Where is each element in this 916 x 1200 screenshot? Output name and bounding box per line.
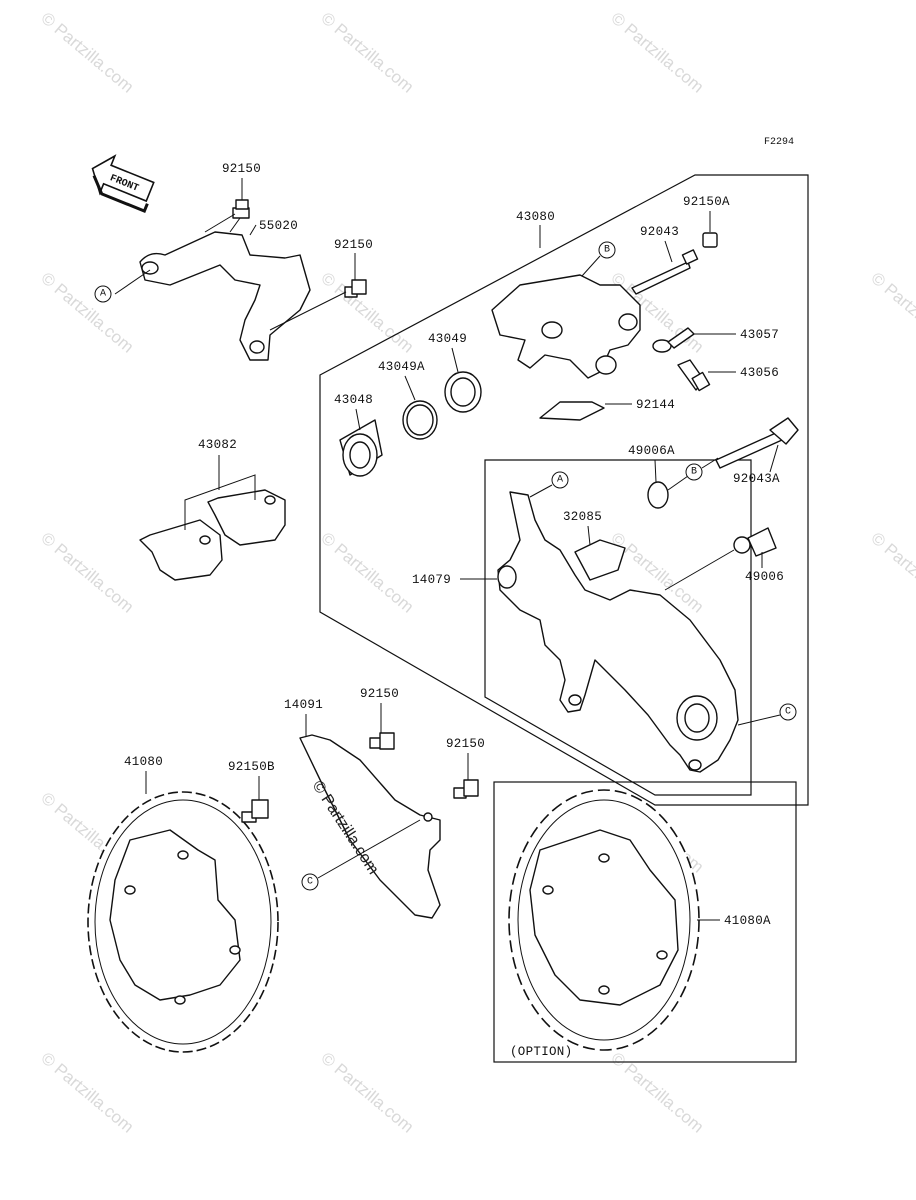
callout-a: A bbox=[94, 285, 112, 303]
bolt-92150B bbox=[241, 799, 269, 823]
label-14079: 14079 bbox=[412, 573, 451, 587]
label-41080A: 41080A bbox=[724, 914, 771, 928]
watermark: © Partzilla.com bbox=[317, 9, 417, 97]
bolt-92150-top bbox=[232, 199, 250, 219]
brake-disc-41080A bbox=[508, 789, 700, 1051]
label-92150: 92150 bbox=[360, 687, 399, 701]
piston-43048 bbox=[339, 419, 383, 477]
front-arrow-icon: FRONT bbox=[91, 154, 155, 214]
seal-43049A bbox=[402, 400, 438, 440]
seal-43049 bbox=[444, 371, 482, 413]
label-43049: 43049 bbox=[428, 332, 467, 346]
watermark: © Partzilla.com bbox=[317, 529, 417, 617]
svg-text:B: B bbox=[691, 467, 697, 478]
label-92150: 92150 bbox=[222, 162, 261, 176]
watermark: © Partzilla.com bbox=[607, 9, 707, 97]
label-55020: 55020 bbox=[259, 219, 298, 233]
svg-text:B: B bbox=[604, 245, 610, 256]
label-92150B: 92150B bbox=[228, 760, 275, 774]
pad-spring-92144 bbox=[539, 401, 605, 421]
disc-guard-14091 bbox=[299, 734, 441, 919]
callout-c: C bbox=[779, 703, 797, 721]
label-14091: 14091 bbox=[284, 698, 323, 712]
boot-49006 bbox=[733, 527, 777, 557]
label-43082: 43082 bbox=[198, 438, 237, 452]
boot-49006A bbox=[647, 481, 669, 509]
callout-a: A bbox=[551, 471, 569, 489]
bracket-55020 bbox=[139, 217, 311, 361]
label-41080: 41080 bbox=[124, 755, 163, 769]
bolt-92150-mid bbox=[344, 279, 367, 298]
label-92144: 92144 bbox=[636, 398, 675, 412]
brake-disc-41080 bbox=[87, 791, 279, 1053]
callout-b: B bbox=[598, 241, 616, 259]
caliper-assembly-frame bbox=[319, 174, 809, 806]
watermark: © Partzilla.com bbox=[37, 269, 137, 357]
bleeder-valve-43056 bbox=[677, 359, 711, 392]
label-43048: 43048 bbox=[334, 393, 373, 407]
figure-code: F2294 bbox=[764, 137, 794, 148]
watermark: © Partzilla.com bbox=[867, 529, 916, 617]
watermark: © Partzilla.com bbox=[37, 1049, 137, 1137]
option-frame bbox=[493, 781, 797, 1063]
pin-92043 bbox=[631, 249, 699, 295]
label-43080: 43080 bbox=[516, 210, 555, 224]
watermark: © Partzilla.com bbox=[317, 269, 417, 357]
cap-92150A bbox=[702, 232, 718, 248]
watermark: © Partzilla.com bbox=[867, 269, 916, 357]
caliper-bracket-14079 bbox=[497, 491, 739, 773]
label-92150A: 92150A bbox=[683, 195, 730, 209]
label-92150: 92150 bbox=[446, 737, 485, 751]
brake-pads-43082 bbox=[139, 489, 286, 581]
watermark: © Partzilla.com bbox=[37, 529, 137, 617]
svg-text:C: C bbox=[785, 707, 791, 718]
watermark: © Partzilla.com bbox=[37, 9, 137, 97]
label-92150: 92150 bbox=[334, 238, 373, 252]
svg-text:A: A bbox=[100, 289, 106, 300]
callout-c: C bbox=[301, 873, 319, 891]
pad-retainer-32085 bbox=[574, 539, 626, 581]
label-92043A: 92043A bbox=[733, 472, 780, 486]
label-49006: 49006 bbox=[745, 570, 784, 584]
option-label: (OPTION) bbox=[510, 1045, 572, 1059]
label-43057: 43057 bbox=[740, 328, 779, 342]
svg-text:A: A bbox=[557, 475, 563, 486]
svg-text:C: C bbox=[307, 877, 313, 888]
callout-b: B bbox=[685, 463, 703, 481]
label-92043: 92043 bbox=[640, 225, 679, 239]
bolt-92150-guard bbox=[369, 732, 395, 750]
bracket-14079-frame bbox=[484, 459, 752, 796]
label-43049A: 43049A bbox=[378, 360, 425, 374]
pin-92043A bbox=[715, 417, 799, 469]
bolt-92150-guard-2 bbox=[453, 779, 479, 799]
caliper-body bbox=[491, 274, 641, 379]
bleeder-cap-43057 bbox=[652, 327, 695, 353]
label-32085: 32085 bbox=[563, 510, 602, 524]
watermark: © Partzilla.com bbox=[317, 1049, 417, 1137]
label-49006A: 49006A bbox=[628, 444, 675, 458]
label-43056: 43056 bbox=[740, 366, 779, 380]
